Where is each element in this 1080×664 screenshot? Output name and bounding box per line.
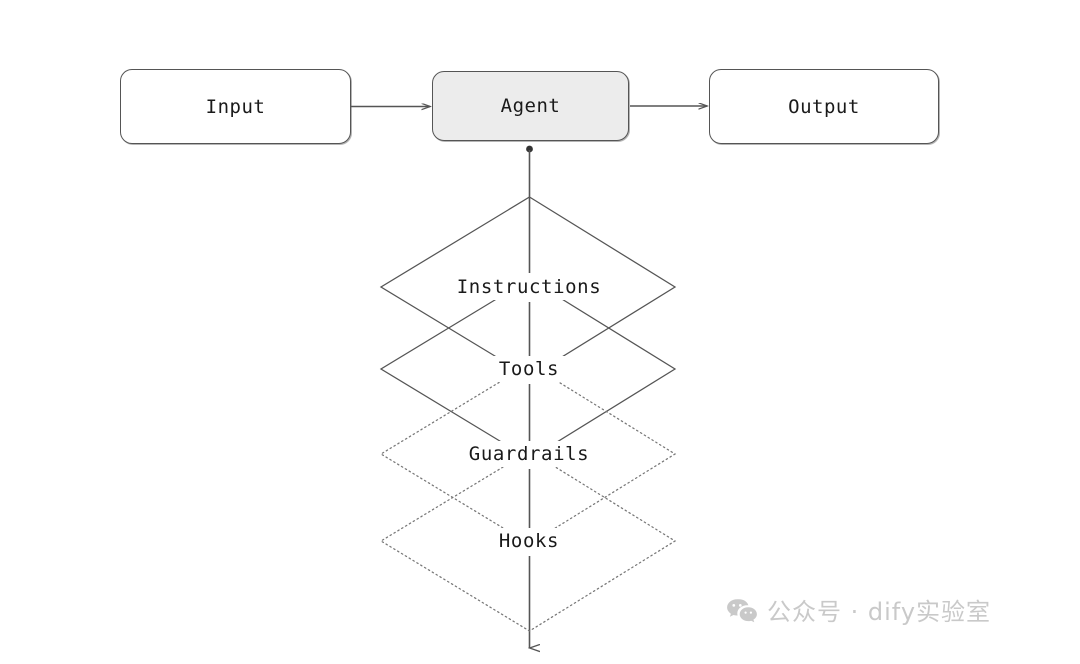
- watermark: 公众号 · dify实验室: [726, 598, 991, 626]
- layer-label-guardrails[interactable]: Guardrails: [461, 441, 597, 467]
- watermark-text: 公众号 · dify实验室: [767, 598, 992, 626]
- edge-source-dot: [526, 145, 533, 153]
- node-agent-label: Agent: [500, 95, 561, 117]
- layer-label-hooks[interactable]: Hooks: [491, 528, 567, 554]
- node-output[interactable]: Output: [709, 69, 939, 144]
- layer-label-tools[interactable]: Tools: [491, 356, 567, 382]
- node-output-label: Output: [788, 95, 860, 118]
- node-input[interactable]: Input: [120, 69, 351, 144]
- wechat-icon: [726, 598, 758, 626]
- layer-diamond-hooks: [379, 450, 677, 632]
- node-input-label: Input: [205, 95, 266, 118]
- layer-label-instructions[interactable]: Instructions: [449, 274, 609, 300]
- node-agent[interactable]: Agent: [432, 71, 629, 141]
